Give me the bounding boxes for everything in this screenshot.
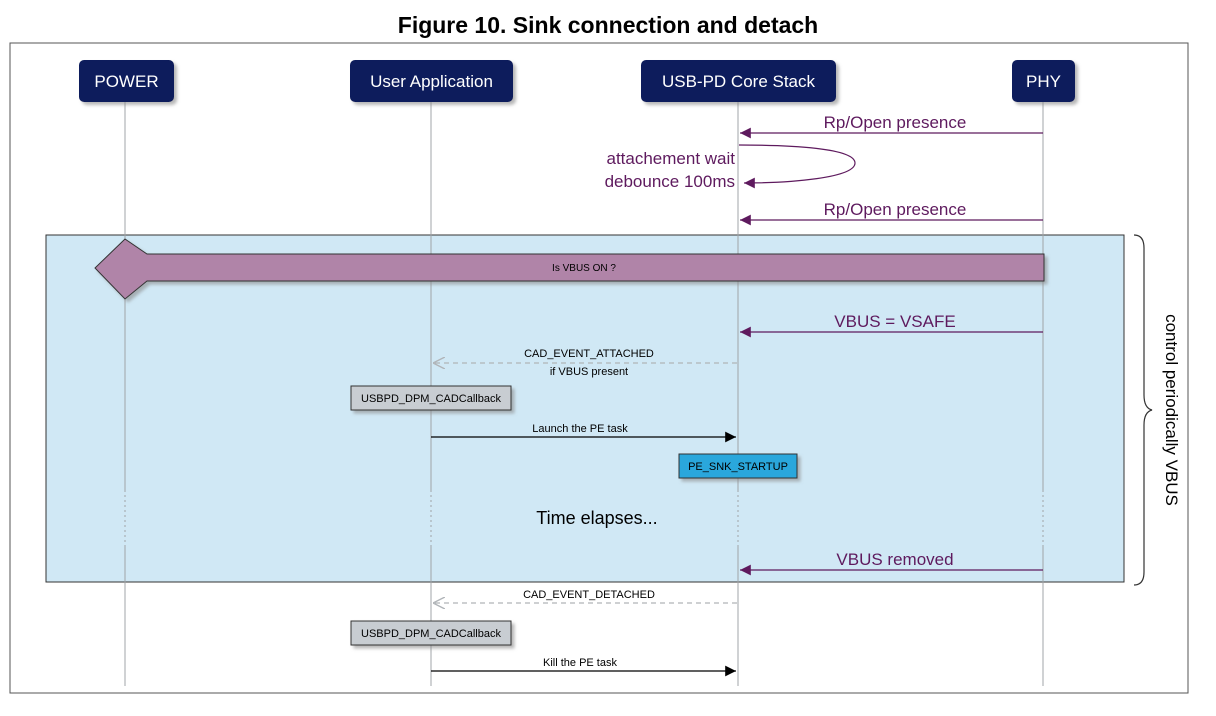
figure-title: Figure 10. Sink connection and detach [397, 12, 819, 38]
participant-power: POWER [79, 60, 174, 102]
loop-label: control periodically VBUS [1162, 314, 1181, 506]
participant-app: User Application [350, 60, 513, 102]
message-vbus-vsafe: VBUS = VSAFE [740, 312, 1043, 338]
vbus-on-check: Is VBUS ON ? [94, 238, 1045, 300]
state-pe-snk-startup-label: PE_SNK_STARTUP [688, 461, 788, 473]
message-cad-detached-label: CAD_EVENT_DETACHED [523, 589, 655, 601]
callback-box-1: USBPD_DPM_CADCallback [350, 385, 512, 411]
loop-brace [1133, 234, 1153, 586]
message-vbus-removed: VBUS removed [740, 550, 1043, 576]
callback-box-2-label: USBPD_DPM_CADCallback [361, 628, 501, 640]
participant-phy-label: PHY [1026, 72, 1061, 91]
message-cad-attached-label: CAD_EVENT_ATTACHED [524, 348, 654, 360]
participant-core: USB-PD Core Stack [641, 60, 836, 102]
participant-power-label: POWER [94, 72, 158, 91]
message-launch-pe: Launch the PE task [431, 423, 736, 443]
message-cad-detached: CAD_EVENT_DETACHED [433, 589, 737, 603]
message-rp-presence-2: Rp/Open presence [740, 200, 1043, 226]
attach-wait-line2: debounce 100ms [605, 172, 735, 191]
state-pe-snk-startup: PE_SNK_STARTUP [678, 453, 798, 479]
message-vbus-vsafe-label: VBUS = VSAFE [834, 312, 955, 331]
participant-phy: PHY [1012, 60, 1075, 102]
message-cad-attached-note: if VBUS present [550, 366, 628, 378]
callback-box-1-label: USBPD_DPM_CADCallback [361, 393, 501, 405]
message-attach-wait: attachement wait debounce 100ms [605, 144, 856, 191]
lifelines [124, 102, 1044, 686]
message-launch-pe-label: Launch the PE task [532, 423, 628, 435]
participant-app-label: User Application [370, 72, 493, 91]
loop-region [45, 234, 1125, 583]
figure-frame [9, 42, 1189, 694]
time-elapses-label: Time elapses... [536, 508, 657, 528]
participant-core-label: USB-PD Core Stack [662, 72, 816, 91]
message-kill-pe-label: Kill the PE task [543, 657, 617, 669]
message-kill-pe: Kill the PE task [431, 657, 736, 677]
message-rp-presence-1: Rp/Open presence [740, 113, 1043, 139]
callback-box-2: USBPD_DPM_CADCallback [350, 620, 512, 646]
message-vbus-removed-label: VBUS removed [836, 550, 953, 569]
message-rp-presence-1-label: Rp/Open presence [824, 113, 967, 132]
message-rp-presence-2-label: Rp/Open presence [824, 200, 967, 219]
attach-wait-line1: attachement wait [606, 149, 735, 168]
vbus-on-label: Is VBUS ON ? [552, 263, 616, 274]
message-cad-attached: CAD_EVENT_ATTACHED if VBUS present [433, 348, 737, 378]
